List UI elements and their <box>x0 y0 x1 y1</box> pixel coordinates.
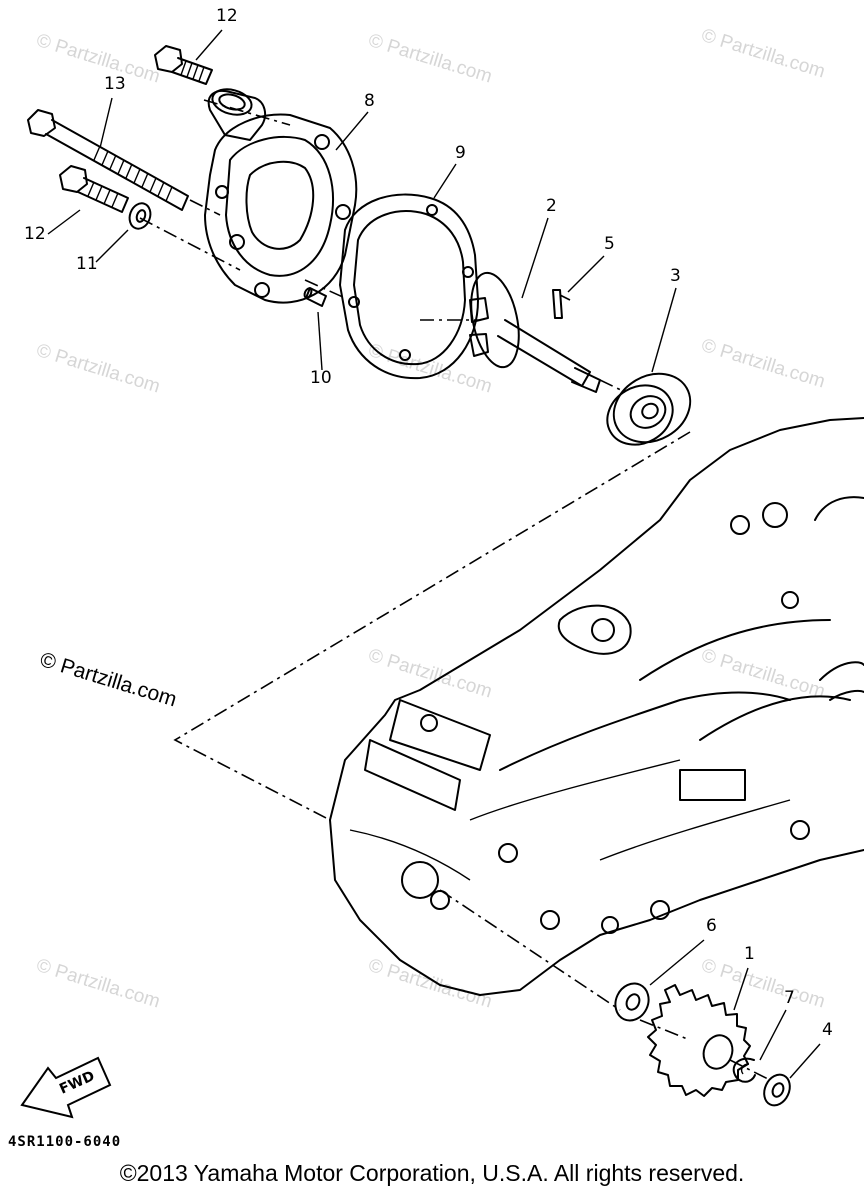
pump-cover-8 <box>204 88 358 304</box>
bolt-12-top <box>154 45 213 85</box>
washer-11 <box>128 202 152 230</box>
dowel-pin-10 <box>303 287 327 307</box>
callout-2: 2 <box>546 196 557 216</box>
callout-5: 5 <box>604 234 615 254</box>
callout-11: 11 <box>76 254 98 274</box>
callout-12-top: 12 <box>216 6 238 26</box>
callout-12-lower: 12 <box>24 224 46 244</box>
callout-7: 7 <box>784 988 795 1008</box>
callout-6: 6 <box>706 916 717 936</box>
copyright-notice: ©2013 Yamaha Motor Corporation, U.S.A. A… <box>119 1160 745 1186</box>
bearing-3 <box>606 372 692 446</box>
leader-lines <box>47 29 821 1079</box>
impeller-shaft-2 <box>469 271 601 393</box>
callout-13: 13 <box>104 74 126 94</box>
washer-6 <box>614 982 650 1022</box>
callout-10: 10 <box>310 368 332 388</box>
circlip-7 <box>732 1057 756 1083</box>
callout-3: 3 <box>670 266 681 286</box>
fwd-arrow-icon: FWD <box>20 1056 112 1119</box>
callout-8: 8 <box>364 91 375 111</box>
crankcase <box>329 417 864 996</box>
gasket-9 <box>339 193 479 380</box>
pin-5 <box>552 289 563 319</box>
assembly-lines <box>139 99 771 1081</box>
callout-1: 1 <box>744 944 755 964</box>
bolt-13-long <box>27 109 189 211</box>
bolt-12-lower <box>59 165 129 213</box>
diagram-code: 4SR1100-6040 <box>8 1134 122 1150</box>
pump-gear-1 <box>647 984 751 1097</box>
callout-9: 9 <box>455 143 466 163</box>
callout-4: 4 <box>822 1020 833 1040</box>
washer-4 <box>763 1073 791 1107</box>
